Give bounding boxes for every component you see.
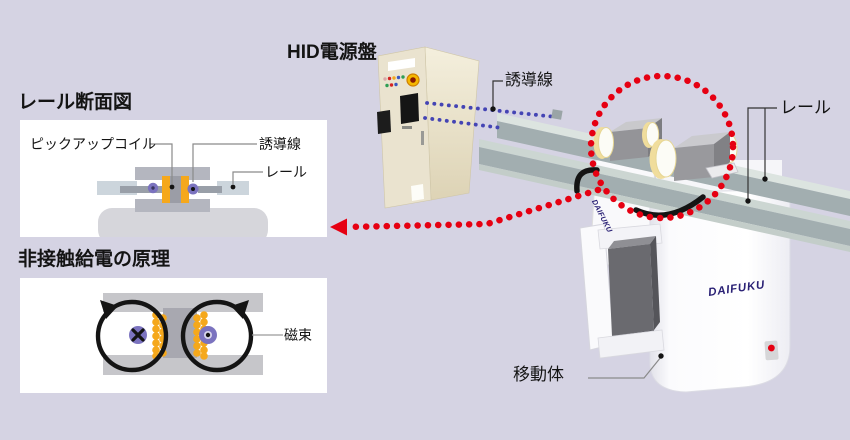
cross-wire-right-center (191, 187, 195, 191)
current-in-x (131, 328, 145, 342)
emergency-stop-center (410, 77, 416, 83)
cabinet-slot (377, 110, 391, 134)
motion-arc-left (574, 167, 600, 194)
trolley-a-left-roller (598, 127, 614, 158)
scene-leader-lines (490, 80, 777, 379)
leader-dot (169, 184, 175, 190)
rail-lower-topface (479, 139, 850, 229)
principle-title: 非接触給電の原理 (18, 249, 171, 270)
red-dotted-arrow (330, 186, 602, 236)
red-highlight-circle (587, 72, 737, 222)
flux-loop-left (95, 299, 169, 373)
load-side (650, 236, 660, 330)
cross-wire-left-center (151, 186, 155, 190)
moving-body-label: 移動体 (513, 365, 564, 384)
red-arrowhead (330, 218, 347, 236)
status-light-red (767, 344, 775, 352)
flux-loop-right (180, 299, 254, 373)
cross-section-diagram (97, 143, 268, 237)
cabinet-screen-caption (402, 126, 412, 129)
pickup-coil-label: ピックアップコイル (30, 136, 156, 152)
leader-induction-wire (492, 80, 503, 108)
trolley-b-front (674, 144, 714, 181)
rail-label-panel: レール (265, 164, 307, 180)
indicator-lamp (396, 75, 401, 80)
rail-lower-flange (479, 164, 850, 252)
cabinet-handle (421, 131, 424, 145)
flux-arrowhead-right (231, 300, 249, 319)
leader-rail-3 (232, 171, 263, 184)
leader-rail-1 (747, 107, 777, 200)
hid-panel-label: HID電源盤 (287, 42, 377, 63)
cabinet-side-face (424, 46, 480, 201)
leader-dot (762, 176, 768, 182)
red-dotted-arrow-line (342, 186, 602, 231)
rail-label-scene: レール (780, 98, 831, 117)
induction-wire-lower (423, 116, 504, 130)
cross-coil-right (181, 176, 189, 203)
leader-induction-wire-2 (192, 143, 257, 182)
load-front (608, 244, 654, 336)
cabinet-screen (400, 93, 419, 124)
principle-panel (20, 278, 327, 393)
cross-base (98, 208, 268, 237)
leader-dot (490, 106, 496, 112)
cross-arm-right (198, 186, 222, 193)
cross-coil-left (162, 176, 170, 203)
indicator-lamp (385, 83, 389, 88)
principle-diagram (95, 293, 283, 375)
leader-dot (230, 184, 236, 190)
leader-moving-body (588, 356, 662, 379)
leader-pickup-coil (150, 143, 173, 184)
trolley-b-top (674, 132, 730, 148)
current-out-dot (205, 332, 211, 338)
cross-arm-left (120, 186, 164, 193)
pickup-trolleys (593, 118, 739, 181)
cabinet-bottom-label (411, 184, 424, 201)
leader-dot (745, 198, 751, 204)
leader-dot (658, 353, 664, 359)
induction-wire-label-scene: 誘導線 (505, 72, 554, 89)
load-top (608, 236, 656, 249)
cabinet-nameplate (388, 58, 415, 71)
rail-lower-front (479, 147, 850, 246)
cross-section-panel (20, 120, 327, 237)
cross-section-title: レール断面図 (18, 92, 133, 113)
indicator-lamp (394, 82, 398, 87)
flux-arrowhead-left (100, 300, 118, 319)
cross-leader-lines (150, 143, 263, 184)
cross-bottom-bar (135, 199, 210, 212)
wire-rail-connector (551, 109, 563, 120)
cross-coil-core (170, 176, 181, 203)
indicator-lamp (392, 76, 396, 80)
vehicle-main-body (649, 189, 791, 393)
vehicle-shelf-bottom (597, 329, 665, 359)
indicator-lamp (389, 83, 394, 87)
trolley-a-top (610, 118, 662, 132)
indicator-lamp (401, 75, 405, 79)
trolley-b-left-roller (655, 139, 677, 178)
core-top-bar (103, 293, 263, 312)
magnetic-flux-label: 磁束 (284, 327, 312, 343)
indicator-lamp (387, 76, 392, 81)
status-light (764, 340, 779, 361)
hid-cabinet (377, 46, 480, 209)
indicator-lamp (383, 77, 387, 81)
trolley-a-front (610, 128, 648, 161)
induction-wire-label-panel: 誘導線 (259, 136, 301, 152)
